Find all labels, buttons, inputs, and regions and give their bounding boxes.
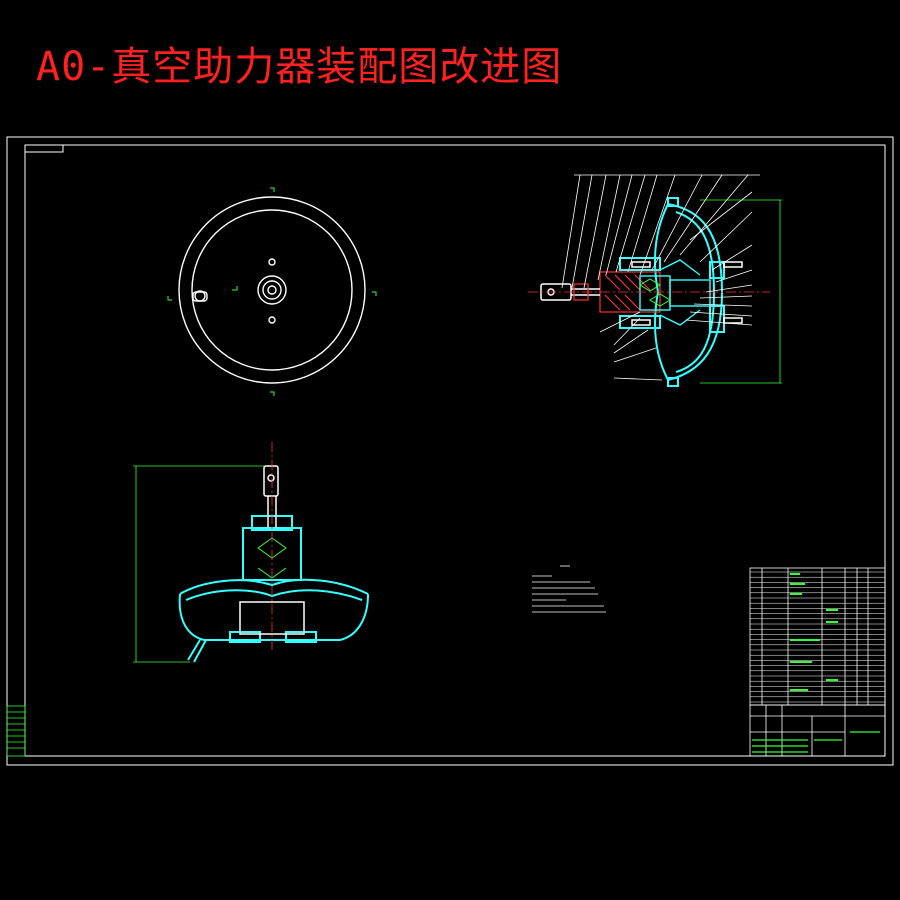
side-section-view	[528, 174, 782, 387]
drawing-title: A0-真空助力器装配图改进图	[36, 44, 563, 90]
side-revision-table	[6, 705, 26, 757]
title-block-green-fill	[752, 731, 880, 753]
parts-list-entries	[790, 573, 838, 691]
title-block	[749, 704, 886, 757]
front-view-circle	[178, 196, 366, 384]
front-view-section-marks	[167, 187, 377, 396]
parts-list-rows	[750, 571, 885, 703]
cross-section-view	[133, 442, 369, 663]
sheet-frame	[6, 136, 894, 766]
parts-list-table	[749, 567, 886, 706]
technical-notes-block	[532, 565, 606, 613]
